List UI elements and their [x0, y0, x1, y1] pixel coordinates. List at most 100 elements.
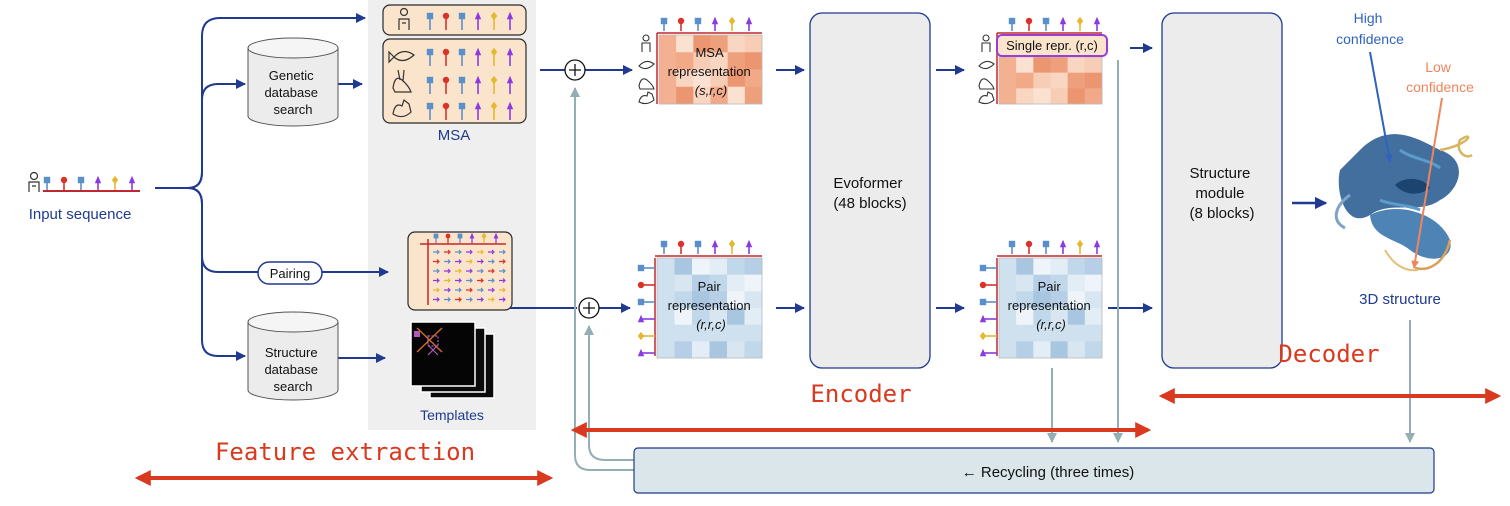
heatmap-cell: [1050, 72, 1068, 89]
heatmap-cell: [1016, 88, 1034, 105]
pairing-cell: [488, 297, 495, 302]
heatmap-cell: [727, 341, 745, 359]
pairing-cell: [444, 297, 451, 302]
residue-marker: [490, 75, 498, 94]
pairing-cell: [477, 278, 484, 283]
heatmap-cell: [1033, 274, 1051, 292]
heatmap-cell: [1033, 324, 1051, 342]
residue-marker: [490, 47, 498, 66]
recycling-paths: [570, 60, 1415, 471]
residue-marker: [458, 48, 466, 66]
residue-marker: [694, 240, 702, 254]
heatmap-cell: [999, 341, 1017, 359]
residue-marker: [442, 12, 450, 30]
pairing-cell: [433, 278, 440, 283]
heatmap-cell: [1067, 88, 1086, 105]
residue-marker: [711, 16, 719, 31]
heatmap-cell: [1016, 274, 1034, 292]
residue-marker: [490, 101, 498, 120]
msa-sequence-row: [426, 75, 514, 94]
pairing-cell: [477, 268, 484, 274]
heatmap-cell: [1033, 341, 1051, 359]
residue-marker: [469, 232, 475, 243]
pairing-cell: [455, 297, 462, 302]
merge-connectors: [510, 65, 633, 313]
pairing-cell: [455, 259, 462, 264]
residue-marker: [745, 239, 753, 254]
residue-marker: [442, 48, 450, 66]
input-sequence-glyph: [28, 171, 140, 192]
pairing-cell: [499, 297, 506, 302]
svg-text:Structure database: Structure database search: [264, 345, 321, 394]
heatmap-cell: [657, 291, 675, 309]
residue-marker: [426, 102, 434, 120]
stage-encoder: Encoder: [810, 380, 911, 408]
heatmap-cell: [744, 274, 763, 292]
heatmap-cell: [744, 308, 763, 325]
heatmap-cell: [727, 258, 745, 275]
heatmap-cell: [1033, 72, 1051, 89]
heatmap-cell: [692, 291, 710, 309]
heatmap-cell: [659, 52, 677, 70]
residue-marker: [637, 264, 655, 272]
pairing-cell: [444, 259, 451, 264]
svg-text:Evoformer (48 blocks): Evoformer (48 blocks): [833, 175, 906, 212]
structure-db-line-1: Structure: [265, 345, 318, 360]
pairing-cell: [477, 259, 484, 264]
heatmap-cell: [709, 324, 728, 342]
heatmap-cell: [1084, 258, 1103, 275]
structure-3d-label: 3D structure: [1359, 291, 1441, 308]
heatmap-cell: [1016, 324, 1034, 342]
svg-text:Pair representation: Pair representation (r,r,c): [1008, 279, 1095, 332]
heatmap-cell: [727, 291, 745, 309]
heatmap-cell: [674, 258, 693, 275]
evoformer-outputs: [936, 65, 965, 313]
high-confidence-line-1: High: [1354, 10, 1383, 26]
pairing-cell: [488, 278, 495, 283]
heatmap-cell: [710, 35, 728, 53]
pairing-cell: [444, 278, 451, 283]
heatmap-cell: [692, 341, 710, 359]
heatmap-cell: [1084, 308, 1103, 325]
heatmap-cell: [744, 341, 763, 359]
pairing-cell: [455, 278, 462, 283]
svg-text:Genetic database s: Genetic database search: [264, 68, 321, 117]
pairing-cell: [455, 287, 462, 293]
low-confidence-arrow: [1411, 97, 1443, 269]
heatmap-cell: [676, 52, 694, 70]
residue-marker: [458, 102, 466, 120]
heatmap-cell: [1084, 291, 1103, 309]
heatmap-cell: [1033, 308, 1051, 325]
heatmap-cell: [1067, 258, 1086, 275]
heatmap-cell: [1067, 308, 1086, 325]
genetic-db-line-1: Genetic: [269, 68, 314, 83]
residue-marker: [1076, 16, 1084, 31]
residue-marker: [128, 175, 136, 190]
residue-marker: [1093, 16, 1101, 31]
chicken-icon: [638, 91, 655, 105]
residue-marker: [660, 240, 668, 254]
high-confidence-line-2: confidence: [1336, 31, 1404, 47]
heatmap-cell: [1033, 88, 1051, 105]
heatmap-cell: [1016, 258, 1034, 275]
pair-out-line-2: representation: [1008, 298, 1091, 313]
stage-arrows: [134, 388, 1502, 486]
residue-marker: [506, 101, 514, 120]
human-icon: [981, 34, 991, 52]
heatmap-cell: [744, 324, 763, 342]
residue-marker: [1025, 17, 1033, 31]
residue-marker: [711, 239, 719, 254]
msa-query-row: [382, 4, 527, 36]
residue-marker: [728, 16, 736, 31]
heatmap-cell: [657, 341, 675, 359]
residue-marker: [474, 11, 482, 30]
pairing-cell: [433, 287, 440, 293]
svg-text:Low confidence: Low confidence: [1406, 59, 1474, 95]
merge-plus-top: [564, 59, 586, 81]
merge-plus-bottom: [578, 297, 600, 319]
heatmap-cell: [692, 324, 710, 342]
stage-feature-extraction: Feature extraction: [215, 438, 475, 466]
heatmap-cell: [1067, 324, 1086, 342]
svg-text:High confidence: High confidence: [1336, 10, 1404, 47]
heatmap-cell: [999, 324, 1017, 342]
